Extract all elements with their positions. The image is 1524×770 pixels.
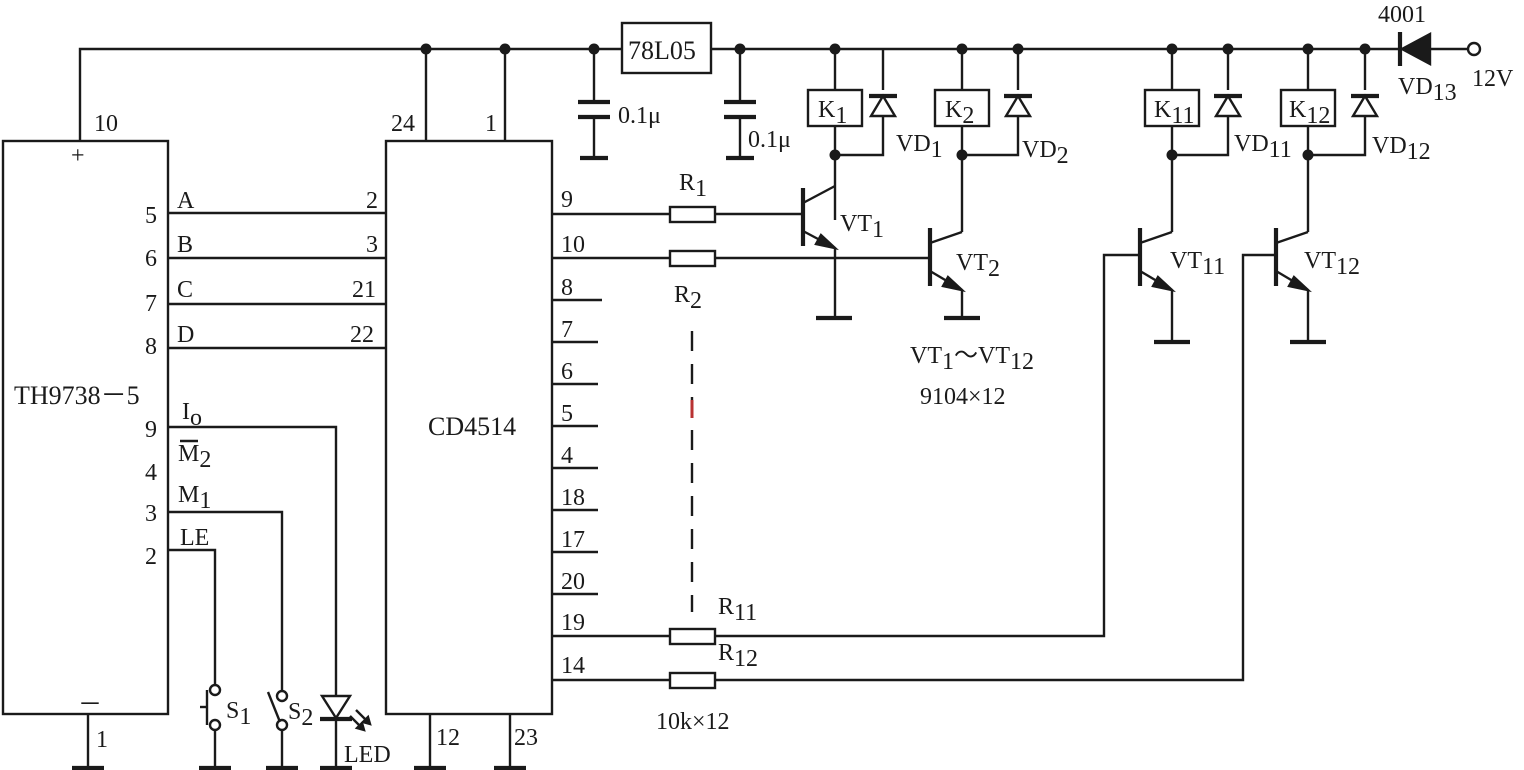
resistor-r2 bbox=[552, 249, 930, 268]
supply-terminal bbox=[1466, 41, 1482, 57]
diode-vd11-label: VD11 bbox=[1234, 131, 1292, 163]
regulator-78l05-box bbox=[620, 21, 713, 75]
transistor-vt1 bbox=[800, 184, 852, 321]
switch-s1 bbox=[168, 548, 231, 770]
transistor-vt11 bbox=[1137, 228, 1190, 345]
junction-dots bbox=[420, 43, 1371, 161]
th9738-pin-7: 7 bbox=[145, 291, 157, 317]
relay-k2 bbox=[933, 49, 1033, 232]
cd4514-ground bbox=[414, 714, 526, 770]
cd4514-out-5: 5 bbox=[561, 401, 573, 427]
cd4514-out-19: 19 bbox=[561, 610, 585, 636]
th9738-signal-c: C bbox=[177, 277, 193, 303]
relay-k11-label: K11 bbox=[1154, 97, 1194, 129]
th9738-chip-body bbox=[1, 139, 170, 716]
switch-s2-label: S2 bbox=[288, 699, 313, 731]
resistor-r1 bbox=[552, 205, 803, 224]
data-bus bbox=[168, 211, 386, 350]
input-capacitor-value: 0.1μ bbox=[618, 103, 661, 129]
relay-k12-label: K12 bbox=[1289, 97, 1330, 129]
resistor-value-note: 10k×12 bbox=[656, 709, 730, 735]
cd4514-out-18: 18 bbox=[561, 485, 585, 511]
supply-diode-label: VD13 bbox=[1398, 74, 1457, 106]
cd4514-pin-1: 1 bbox=[485, 111, 497, 137]
regulator-label: 78L05 bbox=[628, 36, 696, 65]
diode-vd1-label: VD1 bbox=[896, 131, 943, 163]
power-rail bbox=[78, 47, 1468, 141]
th9738-pin-vcc: 10 bbox=[94, 111, 118, 137]
cd4514-pin-2: 2 bbox=[366, 188, 378, 214]
relay-k11 bbox=[1143, 49, 1243, 232]
th9738-pin-8: 8 bbox=[145, 334, 157, 360]
th9738-ground bbox=[72, 714, 104, 770]
th9738-signal-a: A bbox=[177, 188, 195, 214]
relay-k1-label: K1 bbox=[818, 97, 847, 129]
cd4514-out-6: 6 bbox=[561, 359, 573, 385]
unused-outputs bbox=[552, 298, 602, 596]
transistor-part-note: 9104×12 bbox=[920, 384, 1006, 410]
resistor-r11-label: R11 bbox=[718, 594, 757, 626]
th9738-pin-1: 1 bbox=[96, 727, 108, 753]
transistor-vt12-label: VT12 bbox=[1304, 248, 1360, 280]
th9738-signal-m2: M2 bbox=[178, 441, 211, 473]
cd4514-chip-body bbox=[384, 139, 554, 716]
th9738-plus-mark: + bbox=[71, 143, 85, 169]
th9738-pin-2: 2 bbox=[145, 544, 157, 570]
cd4514-out-4: 4 bbox=[561, 443, 573, 469]
relay-k12 bbox=[1279, 49, 1380, 232]
supply-diode-vd13 bbox=[1397, 31, 1432, 67]
diode-vd12-label: VD12 bbox=[1372, 133, 1431, 165]
cd4514-out-17: 17 bbox=[561, 527, 585, 553]
transistor-vt12 bbox=[1273, 228, 1326, 345]
transistor-range-note: VT1～VT12 bbox=[910, 343, 1034, 375]
resistor-r1-label: R1 bbox=[679, 170, 707, 202]
th9738-signal-io: Io bbox=[182, 399, 202, 431]
th9738-signal-le: LE bbox=[180, 525, 209, 551]
resistor-r11 bbox=[552, 253, 1140, 646]
transistor-vt1-label: VT1 bbox=[840, 211, 884, 243]
cd4514-out-8: 8 bbox=[561, 275, 573, 301]
supply-diode-model: 4001 bbox=[1378, 2, 1426, 28]
th9738-pin-6: 6 bbox=[145, 246, 157, 272]
transistor-vt11-label: VT11 bbox=[1170, 248, 1225, 280]
cd4514-out-14: 14 bbox=[561, 653, 585, 679]
input-capacitor bbox=[578, 49, 610, 161]
resistor-r12 bbox=[552, 253, 1276, 690]
cd4514-pin-22: 22 bbox=[350, 322, 374, 348]
cd4514-out-10: 10 bbox=[561, 232, 585, 258]
resistor-r12-label: R12 bbox=[718, 640, 758, 672]
th9738-pin-3: 3 bbox=[145, 501, 157, 527]
cd4514-pin-12: 12 bbox=[436, 725, 460, 751]
output-capacitor-value: 0.1μ bbox=[748, 127, 791, 153]
th9738-chip-label: TH9738－5 bbox=[14, 381, 140, 410]
cd4514-out-20: 20 bbox=[561, 569, 585, 595]
transistor-vt2-label: VT2 bbox=[956, 250, 1000, 282]
diode-vd2-label: VD2 bbox=[1022, 137, 1069, 169]
cd4514-pin-23: 23 bbox=[514, 725, 538, 751]
switch-s2 bbox=[168, 510, 298, 770]
resistor-r2-label: R2 bbox=[674, 282, 702, 314]
th9738-pin-5: 5 bbox=[145, 203, 157, 229]
relay-k2-label: K2 bbox=[945, 97, 974, 129]
th9738-pin-9: 9 bbox=[145, 417, 157, 443]
cd4514-out-7: 7 bbox=[561, 317, 573, 343]
led-label: LED bbox=[344, 742, 391, 768]
output-capacitor bbox=[724, 49, 756, 161]
cd4514-pin-21: 21 bbox=[352, 277, 376, 303]
switch-s1-label: S1 bbox=[226, 698, 251, 730]
th9738-minus-mark: － bbox=[78, 692, 102, 718]
transistor-vt2 bbox=[927, 228, 980, 321]
cd4514-chip-label: CD4514 bbox=[428, 412, 516, 441]
relay-k1 bbox=[806, 49, 898, 220]
th9738-signal-b: B bbox=[177, 232, 193, 258]
cd4514-pin-24: 24 bbox=[391, 111, 415, 137]
cd4514-pin-3: 3 bbox=[366, 232, 378, 258]
cd4514-out-9: 9 bbox=[561, 187, 573, 213]
th9738-pin-4: 4 bbox=[145, 460, 157, 486]
th9738-signal-m1: M1 bbox=[178, 482, 211, 514]
led-indicator bbox=[168, 425, 372, 770]
supply-voltage: 12V bbox=[1472, 66, 1514, 92]
th9738-signal-d: D bbox=[177, 322, 194, 348]
